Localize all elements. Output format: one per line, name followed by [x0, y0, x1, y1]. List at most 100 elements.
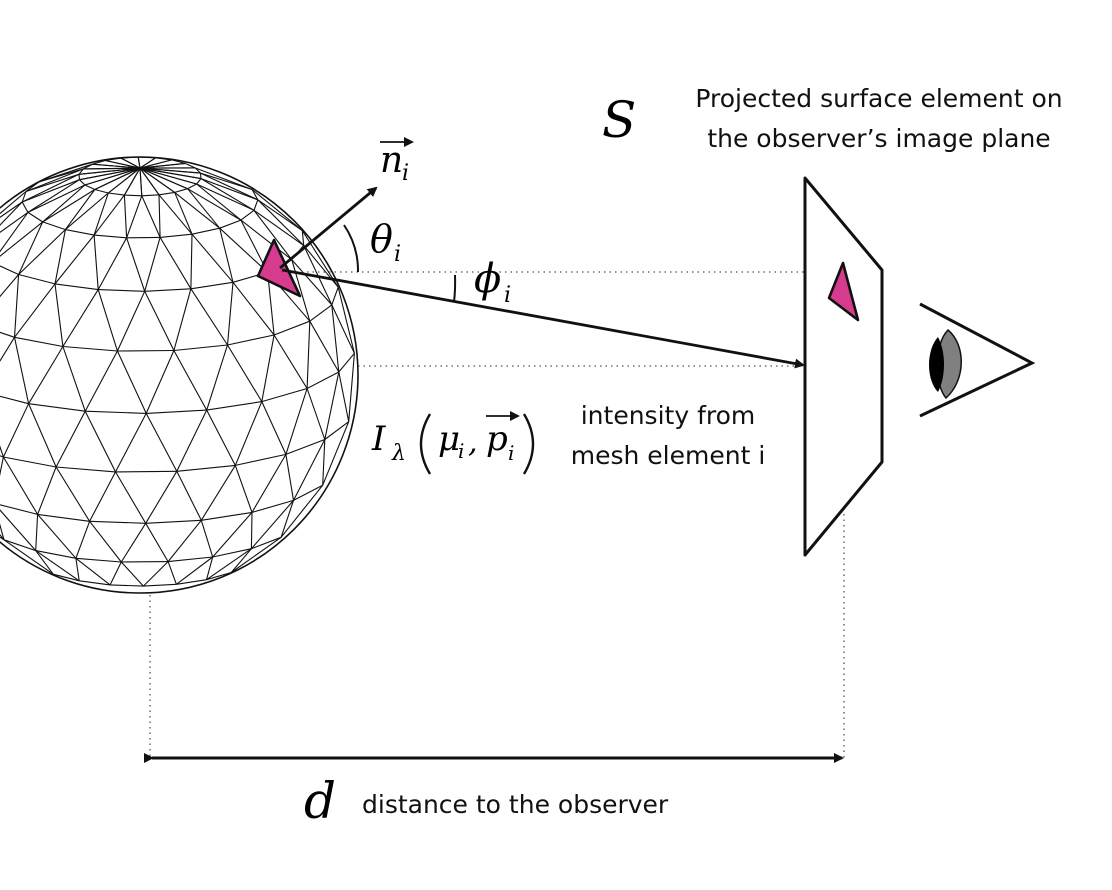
- mesh-edge: [196, 178, 202, 185]
- mesh-edge: [199, 173, 202, 179]
- mesh-edge: [120, 523, 147, 563]
- intensity-p-sub: i: [508, 441, 514, 465]
- mesh-edge: [280, 500, 295, 538]
- mesh-edge: [174, 192, 193, 235]
- mesh-edge: [78, 168, 84, 175]
- mesh-edge: [139, 167, 176, 193]
- mesh-edge: [42, 189, 96, 223]
- mesh-edge: [92, 163, 141, 169]
- mesh-edge: [280, 484, 324, 538]
- mesh-edge: [273, 320, 310, 336]
- mesh-edge: [2, 456, 39, 515]
- mesh-edge: [139, 162, 186, 169]
- mesh-edge: [35, 514, 39, 551]
- mesh-edge: [251, 189, 259, 201]
- image-plane: [803, 176, 884, 557]
- mesh-edge: [250, 500, 294, 550]
- mesh-edge: [64, 189, 96, 230]
- mesh-edge: [331, 304, 355, 354]
- mesh-edge: [116, 350, 147, 414]
- mesh-edge: [145, 519, 202, 524]
- mesh-edge: [306, 388, 326, 440]
- mesh-edge: [83, 167, 141, 170]
- mesh-edge: [116, 291, 146, 352]
- mesh-edge: [0, 503, 5, 540]
- mesh-edge: [251, 536, 282, 550]
- mesh-edge: [120, 561, 144, 587]
- mesh-edge: [35, 550, 77, 559]
- mesh-edge: [253, 209, 293, 261]
- mesh-edge: [115, 413, 147, 473]
- phi-subscript: i: [504, 283, 511, 308]
- mesh-edge: [139, 167, 188, 190]
- mesh-edge: [219, 228, 234, 283]
- mesh-element-triangle: [256, 238, 302, 298]
- mesh-edge: [79, 167, 141, 181]
- mesh-edge: [21, 191, 27, 203]
- mesh-edge: [293, 439, 326, 501]
- mesh-edge: [28, 403, 86, 412]
- mesh-edge: [3, 456, 57, 468]
- mesh-edge: [251, 454, 287, 513]
- mesh-edge: [230, 548, 252, 573]
- mesh-edge: [144, 291, 175, 351]
- mesh-edge: [138, 157, 156, 159]
- mesh-edge: [251, 189, 303, 232]
- intensity-mu-sub: i: [458, 439, 464, 463]
- mesh-edge: [158, 194, 161, 238]
- mesh-edge: [205, 556, 214, 580]
- mesh-edge: [84, 184, 96, 191]
- mesh-edge: [0, 390, 29, 405]
- mesh-edge: [0, 261, 19, 275]
- mesh-edge: [3, 539, 54, 575]
- mesh-edge: [173, 350, 208, 411]
- mesh-edge: [139, 167, 160, 196]
- mesh-edge: [55, 466, 91, 522]
- mesh-edge: [145, 350, 175, 414]
- mesh-edge: [123, 195, 128, 238]
- projected-element-triangle: [827, 261, 860, 322]
- mesh-edge: [322, 439, 326, 486]
- mesh-edge: [84, 350, 118, 412]
- mesh-edge: [89, 520, 146, 524]
- mesh-edge: [93, 235, 99, 290]
- mesh-edge: [158, 194, 193, 235]
- mesh-edge: [168, 556, 213, 563]
- mesh-edge: [261, 401, 287, 455]
- mesh-edge: [27, 179, 80, 213]
- mesh-edge: [109, 561, 122, 586]
- mesh-edge: [75, 557, 111, 586]
- phi-label: ϕ i: [474, 256, 511, 308]
- mesh-edge: [219, 219, 242, 229]
- mesh-edge: [253, 199, 259, 211]
- normal-symbol: n: [380, 140, 403, 181]
- mesh-edge: [196, 183, 242, 221]
- mesh-edge: [234, 401, 263, 466]
- line-of-sight-arrow: [281, 268, 805, 369]
- mesh-edge: [94, 188, 109, 194]
- mesh-edge: [0, 337, 15, 392]
- intensity-I: I: [371, 419, 386, 459]
- mesh-edge: [62, 346, 86, 412]
- mesh-edge: [65, 192, 109, 231]
- mesh-edge: [21, 173, 80, 203]
- mesh-edge: [137, 157, 141, 169]
- theta-angle-arc: [343, 224, 360, 273]
- mesh-edge: [145, 413, 178, 472]
- mesh-edge: [105, 157, 122, 162]
- mesh-edge: [174, 191, 221, 229]
- observer-eye-icon: [919, 302, 1036, 418]
- mesh-edge: [141, 194, 160, 197]
- mesh-edge: [94, 234, 127, 239]
- mesh-edge: [124, 194, 142, 197]
- surface-caption-line2: the observer’s image plane: [707, 124, 1050, 153]
- surface-caption-line1: Projected surface element on: [695, 84, 1062, 113]
- mesh-edge: [25, 173, 80, 193]
- mesh-edge: [78, 174, 81, 180]
- mesh-edge: [107, 167, 141, 194]
- mesh-edge: [331, 287, 339, 306]
- mesh-edge: [117, 349, 174, 352]
- mesh-edge: [97, 289, 118, 352]
- mesh-edge: [0, 502, 38, 515]
